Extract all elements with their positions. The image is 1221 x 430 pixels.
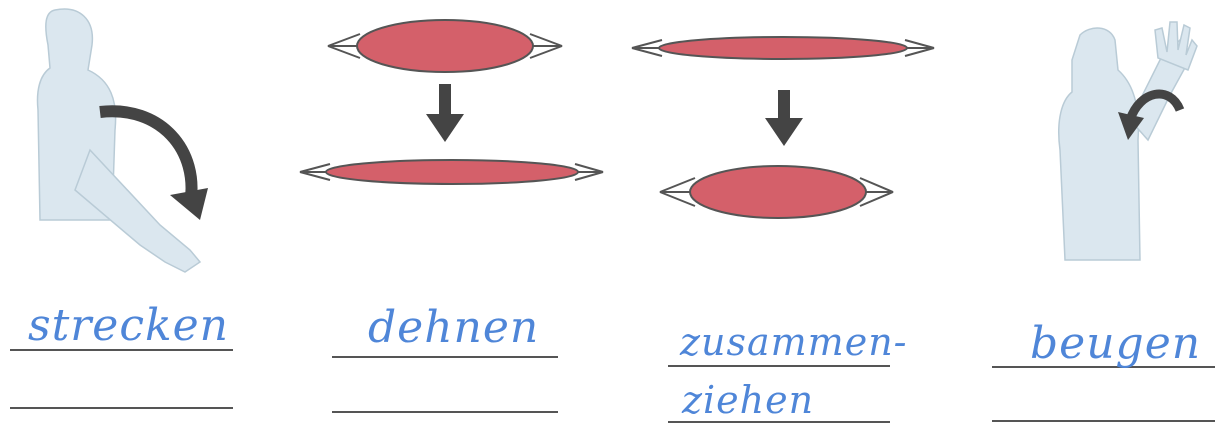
- stretch-muscle-diagram: [299, 19, 604, 185]
- arrow-contract-shaft: [778, 90, 790, 120]
- tendon-top-right-c: [904, 39, 935, 57]
- tendon-top-left: [327, 33, 361, 59]
- curved-arrow-extend-head: [170, 188, 208, 220]
- curved-arrow-extend: [99, 105, 198, 207]
- muscle-relaxed: [356, 19, 534, 73]
- answer-ziehen: ziehen: [682, 378, 815, 422]
- torso-right-figure: [1058, 27, 1141, 261]
- arrow-stretch-shaft: [439, 84, 451, 116]
- tendon-top-left-c: [631, 39, 663, 57]
- answer-strecken: strecken: [28, 300, 230, 351]
- muscle-long: [658, 36, 908, 60]
- raised-hand: [1154, 21, 1198, 71]
- answer-zusammen: zusammen-: [680, 320, 908, 364]
- tendon-bottom-left: [299, 163, 331, 181]
- arrow-stretch-head: [426, 114, 464, 142]
- muscle-stretched: [325, 159, 579, 185]
- tendon-bottom-right-c: [859, 177, 894, 207]
- extended-arm: [74, 148, 202, 273]
- muscle-contracted: [689, 165, 867, 219]
- curved-arrow-bend: [1125, 89, 1185, 122]
- bent-arm-figure: [1058, 21, 1198, 261]
- tendon-bottom-right: [574, 163, 604, 181]
- curved-arrow-bend-head: [1118, 112, 1144, 140]
- tendon-top-right: [529, 33, 563, 59]
- answer-dehnen: dehnen: [368, 302, 540, 353]
- answer-beugen: beugen: [1030, 318, 1202, 369]
- answer-lines: [10, 349, 1215, 423]
- arrow-contract-head: [765, 118, 803, 146]
- tendon-bottom-left-c: [659, 177, 696, 207]
- extended-arm-figure: [36, 8, 208, 273]
- contract-muscle-diagram: [631, 36, 935, 219]
